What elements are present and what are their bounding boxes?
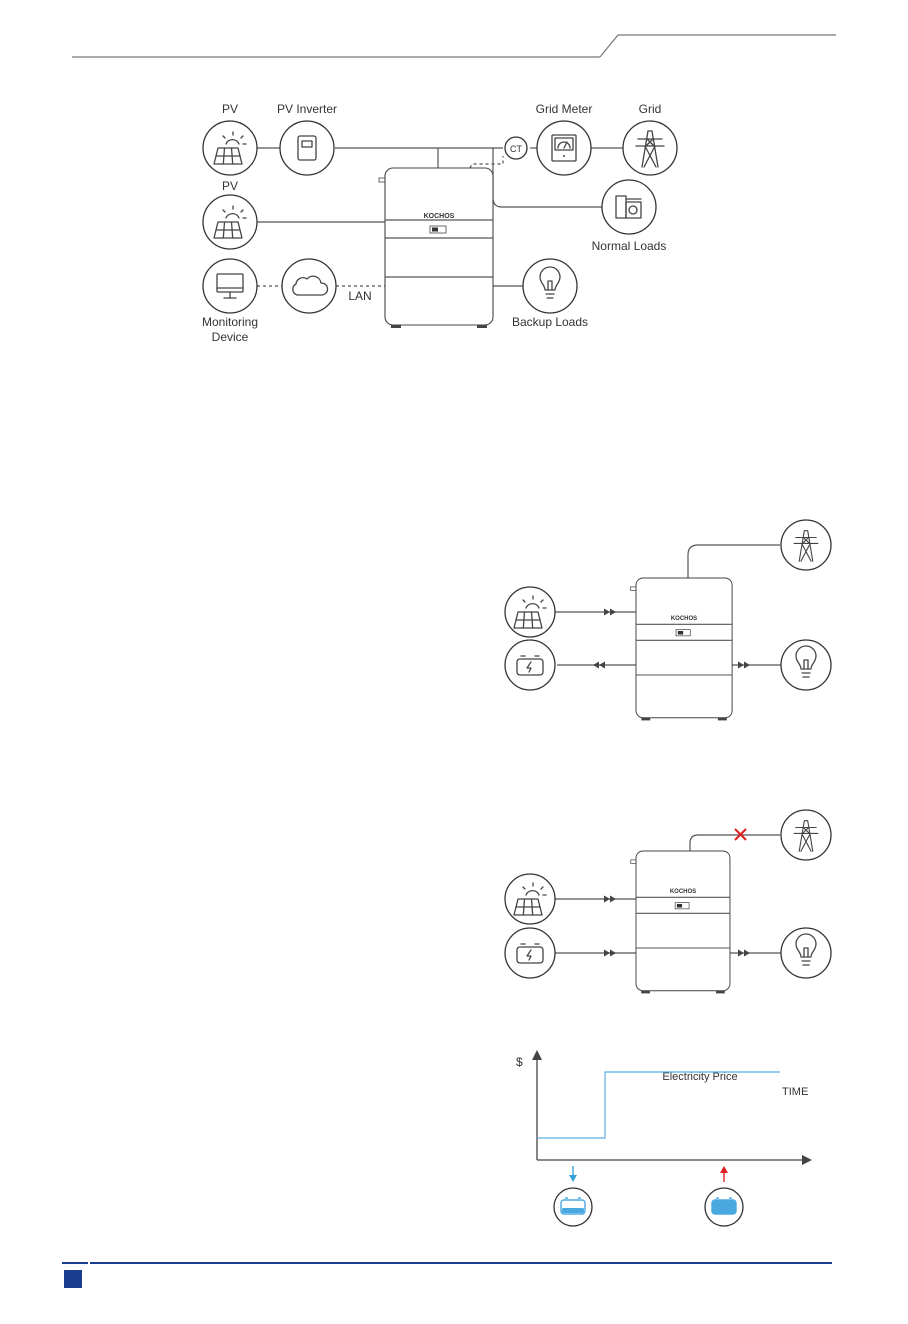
chart-y-symbol: $ — [516, 1055, 523, 1069]
on-grid-mode-diagram: KOCHOS — [505, 520, 831, 720]
label-lan: LAN — [348, 289, 371, 303]
battery-charging-icon — [561, 1198, 585, 1214]
cabinet-brand-logo: KOCHOS — [670, 889, 696, 895]
label-ct: CT — [510, 144, 522, 154]
label-normal-loads: Normal Loads — [592, 239, 667, 253]
chart-series-label: Electricity Price — [662, 1071, 737, 1083]
label-grid-meter: Grid Meter — [536, 102, 593, 116]
label-pv-inverter: PV Inverter — [277, 102, 337, 116]
footer-accent-block — [64, 1270, 82, 1288]
label-grid: Grid — [639, 102, 662, 116]
chart-x-label: TIME — [782, 1086, 808, 1098]
off-grid-mode-diagram: KOCHOS — [505, 810, 831, 993]
cabinet-brand-logo: KOCHOS — [424, 213, 455, 220]
system-wiring-diagram: KOCHOS PV PV Inverter CT Grid Meter Grid — [202, 102, 677, 344]
label-monitoring-device-2: Device — [212, 330, 249, 344]
page-header-rule — [72, 35, 836, 57]
price-step-line — [537, 1072, 780, 1138]
charge-indicator — [554, 1166, 592, 1226]
battery-full-icon — [712, 1198, 736, 1214]
label-pv-top: PV — [222, 102, 238, 116]
cabinet-brand-logo: KOCHOS — [671, 616, 697, 622]
label-backup-loads: Backup Loads — [512, 315, 588, 329]
label-pv-mid: PV — [222, 179, 238, 193]
electricity-price-chart: $ Electricity Price TIME — [516, 1050, 812, 1226]
page-footer — [62, 1263, 832, 1288]
label-monitoring-device: Monitoring — [202, 315, 258, 329]
discharge-indicator — [705, 1166, 743, 1226]
